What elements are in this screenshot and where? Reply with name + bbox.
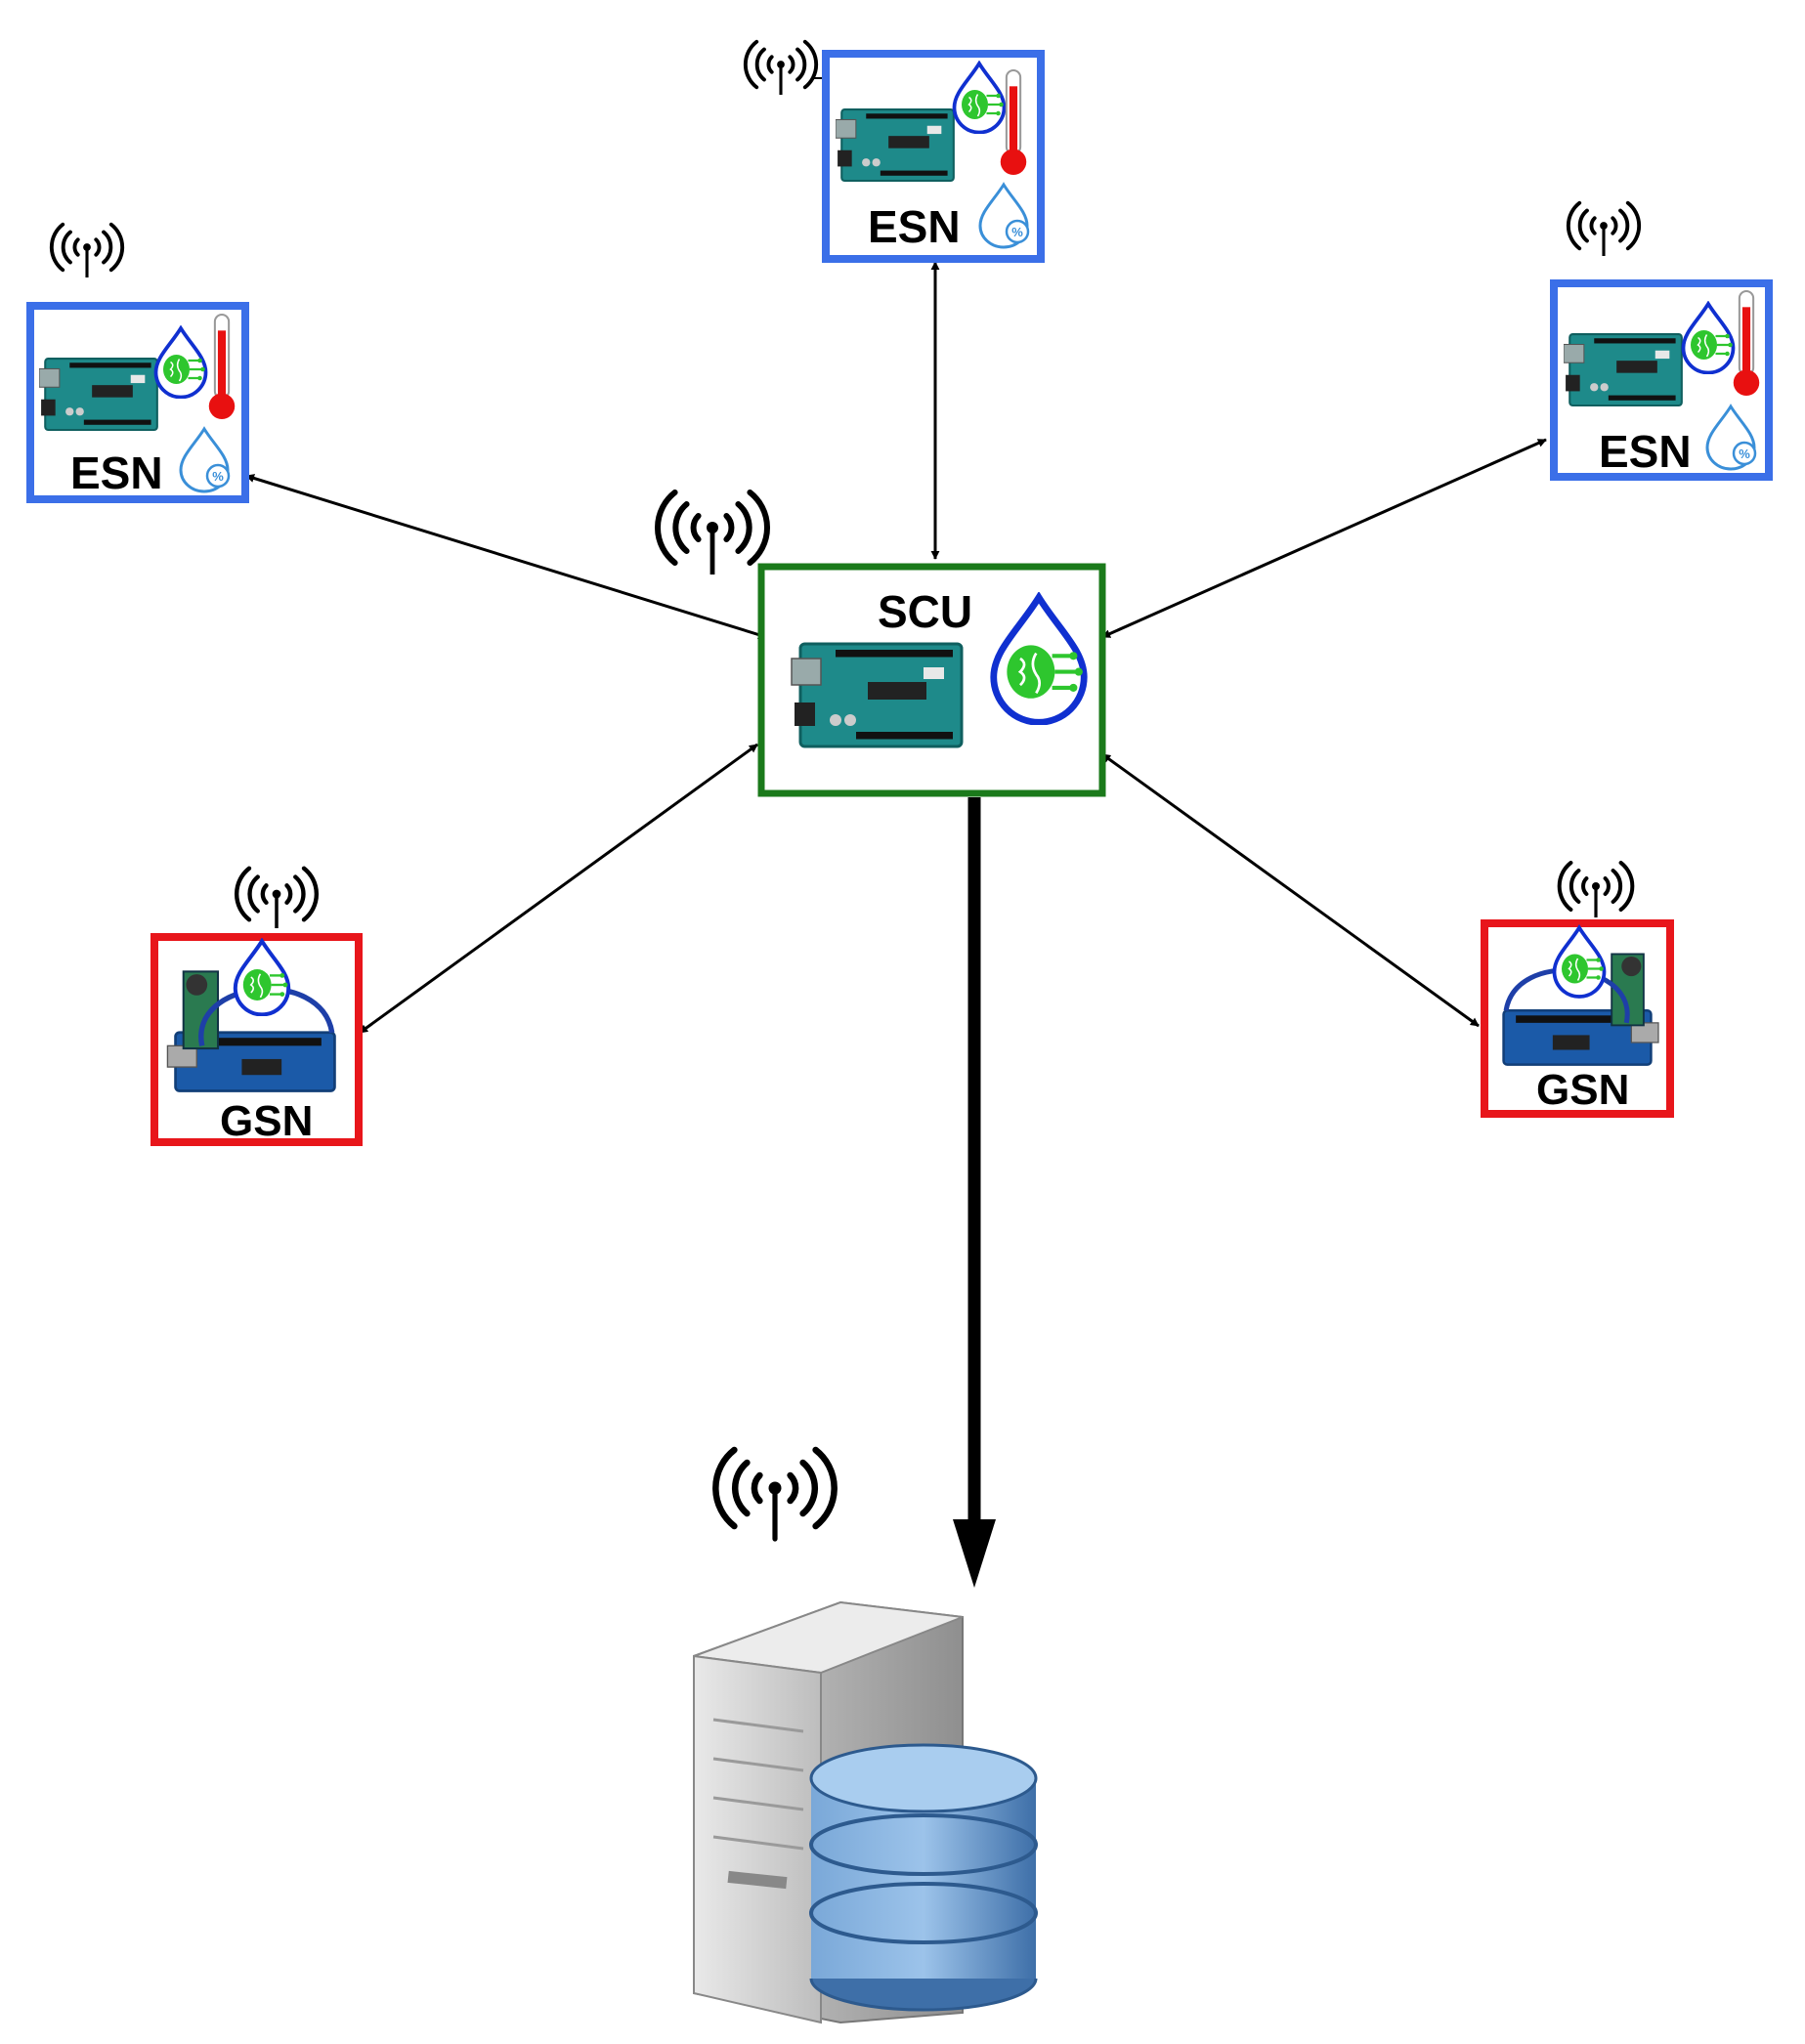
gsn-node-right[interactable]: GSN xyxy=(1481,863,1674,1118)
scu-label: SCU xyxy=(878,586,972,637)
wifi-antenna-icon xyxy=(236,869,317,928)
edge-scu-server-arrowhead xyxy=(953,1519,996,1588)
database-icon xyxy=(809,1743,1038,2012)
wifi-antenna-icon xyxy=(746,42,816,95)
arduino-board-icon xyxy=(39,358,158,432)
edges xyxy=(245,261,1547,1588)
edge-gsn-left-scu xyxy=(359,743,758,1035)
wifi-antenna-icon xyxy=(715,1450,834,1539)
gsn-left-label: GSN xyxy=(220,1097,313,1145)
esn-right-label: ESN xyxy=(1599,426,1692,477)
arduino-board-icon xyxy=(790,642,964,748)
wifi-antenna-icon xyxy=(1560,863,1633,917)
gsn-right-label: GSN xyxy=(1536,1066,1629,1114)
wifi-antenna-icon xyxy=(1569,203,1639,256)
wifi-antenna-icon xyxy=(52,225,122,277)
esn-node-left[interactable]: ESN xyxy=(26,225,249,503)
esn-node-right[interactable]: ESN xyxy=(1550,203,1773,481)
esn-node-top[interactable]: ESN xyxy=(746,42,1045,263)
scu-node[interactable]: SCU xyxy=(658,492,1106,797)
gsn-node-left[interactable]: GSN xyxy=(150,869,363,1146)
wifi-antenna-icon xyxy=(658,492,767,575)
arduino-board-icon xyxy=(836,108,955,183)
esn-left-label: ESN xyxy=(70,447,163,498)
database-server-node[interactable] xyxy=(693,1450,1038,2024)
arduino-board-icon xyxy=(1564,333,1683,407)
edge-gsn-right-scu xyxy=(1101,752,1480,1028)
esn-top-label: ESN xyxy=(868,201,961,252)
edge-esn-right-scu xyxy=(1101,438,1547,639)
edge-esn-left-scu xyxy=(245,474,767,639)
